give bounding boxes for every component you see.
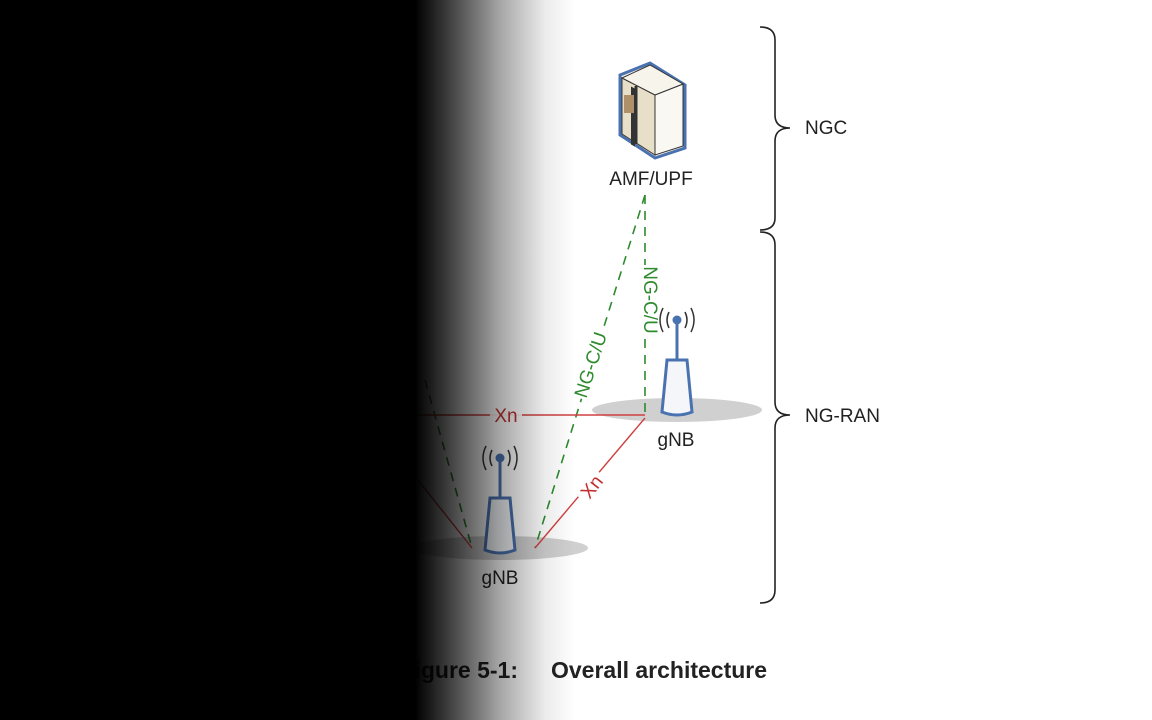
core-node-label: AMF/UPF bbox=[609, 169, 692, 190]
ngc-group-label: NGC bbox=[805, 118, 847, 139]
ngc-brace bbox=[759, 26, 791, 231]
ng-ran-brace bbox=[759, 231, 791, 604]
ng-label-right: NG-C/U bbox=[639, 266, 660, 334]
antenna-tower-icon bbox=[659, 307, 695, 417]
figure-title: Overall architecture bbox=[551, 657, 767, 683]
ng-label-left: NG-C/U bbox=[571, 330, 612, 401]
xn-label-horizontal: Xn bbox=[494, 406, 517, 427]
antenna-tower-icon bbox=[482, 445, 518, 555]
ng-ran-group-label: NG-RAN bbox=[805, 406, 880, 427]
xn-link-offscreen bbox=[409, 469, 473, 549]
server-cabinet-icon bbox=[618, 61, 687, 160]
ng-link-offscreen bbox=[424, 379, 473, 549]
figure-number: Figure 5-1: bbox=[400, 657, 518, 683]
gnb-right-label: gNB bbox=[658, 430, 695, 451]
gnb-left-label: gNB bbox=[482, 568, 519, 589]
